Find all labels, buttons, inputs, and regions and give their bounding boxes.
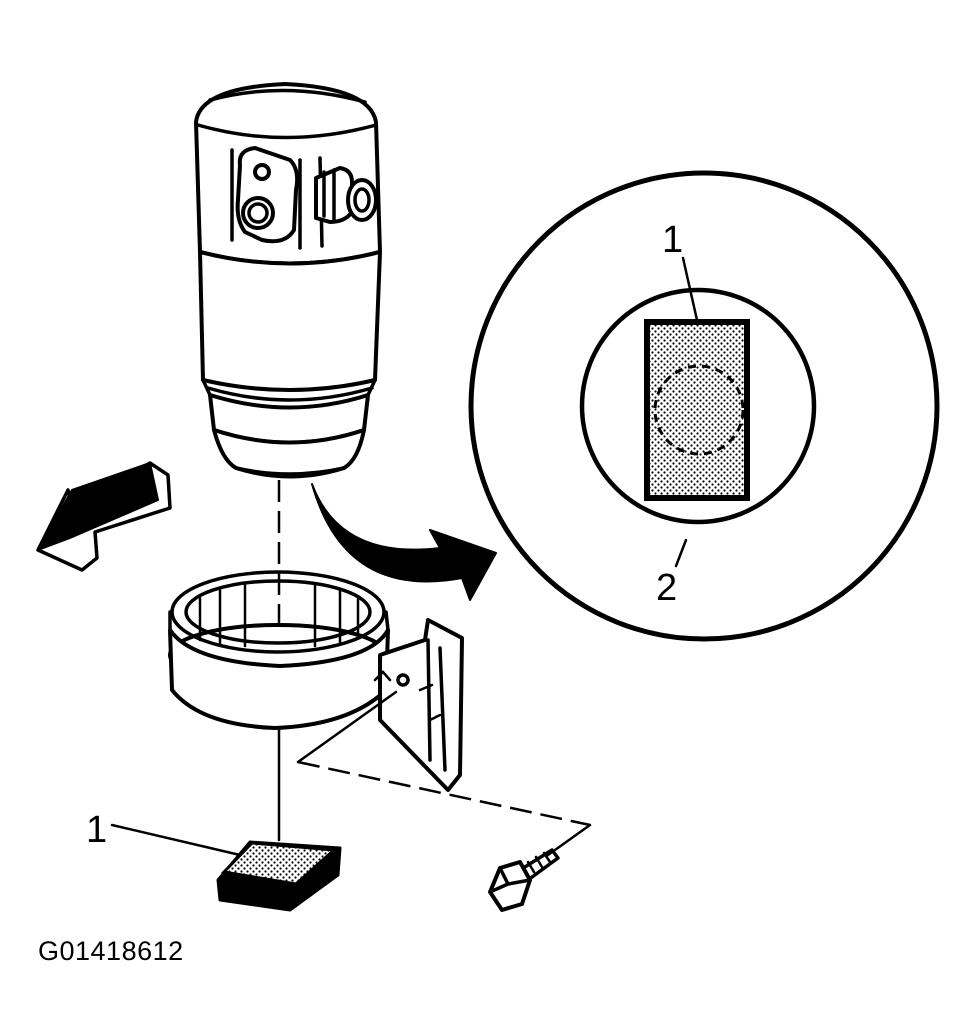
- callout-2-detail: 2: [656, 567, 677, 609]
- pad-leader-line: [110, 823, 242, 857]
- port-fitting: [235, 146, 300, 244]
- detail-arrow: [311, 483, 497, 601]
- bolt-line-c: [546, 823, 592, 857]
- mounting-bracket: [168, 570, 390, 730]
- direction-arrow: [36, 461, 172, 572]
- bracket-tab: [373, 618, 464, 792]
- detail-view: [468, 170, 940, 642]
- mounting-bolt: [488, 848, 560, 912]
- pressure-switch: [314, 166, 378, 224]
- callout-1-pad: 1: [86, 809, 107, 851]
- figure-id: G01418612: [38, 936, 184, 966]
- desiccant-pad: [216, 840, 342, 912]
- bolt-line-a: [296, 690, 398, 764]
- callout-1-detail: 1: [662, 219, 683, 261]
- accumulator-body: [194, 82, 382, 479]
- bolt-line-b: [297, 760, 591, 827]
